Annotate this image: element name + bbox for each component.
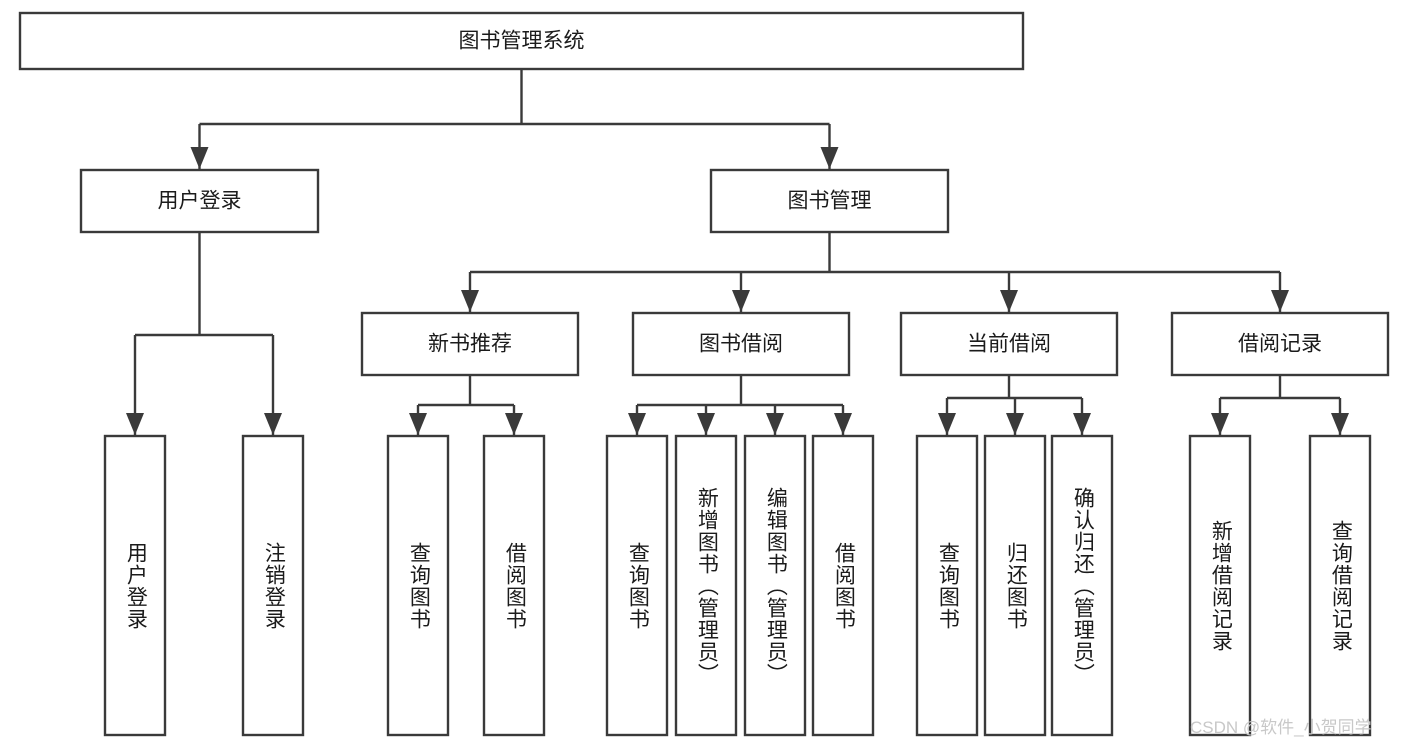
- node-level2-0[interactable]: [79, 168, 320, 234]
- arrow-head-icon: [732, 290, 750, 312]
- node-label: 图书管理系统: [459, 30, 585, 53]
- node-leaf-8[interactable]: [915, 434, 979, 737]
- arrow-head-icon: [126, 413, 144, 435]
- node-leaf-6[interactable]: [743, 434, 807, 737]
- node-level3-0[interactable]: [360, 311, 580, 377]
- node-label: 当前借阅: [967, 333, 1051, 356]
- arrow-head-icon: [820, 147, 839, 169]
- arrow-head-icon: [834, 413, 852, 435]
- node-leaf-0[interactable]: [103, 434, 167, 737]
- arrow-head-icon: [1331, 413, 1349, 435]
- node-label: 图书借阅: [699, 333, 783, 356]
- arrow-head-icon: [697, 413, 715, 435]
- node-label: 借阅记录: [1238, 333, 1322, 356]
- arrow-head-icon: [505, 413, 523, 435]
- node-level3-3[interactable]: [1170, 311, 1390, 377]
- node-layer: [18, 11, 1390, 737]
- arrow-head-icon: [1211, 413, 1229, 435]
- arrow-head-icon: [1006, 413, 1024, 435]
- node-label: 图书管理: [788, 190, 872, 213]
- node-leaf-9[interactable]: [983, 434, 1047, 737]
- arrow-head-icon: [461, 290, 479, 312]
- node-leaf-1[interactable]: [241, 434, 305, 737]
- watermark-text: CSDN @软件_小贺同学: [1190, 718, 1372, 737]
- node-leaf-2[interactable]: [386, 434, 450, 737]
- arrow-head-icon: [938, 413, 956, 435]
- arrow-head-icon: [1271, 290, 1289, 312]
- node-level3-1[interactable]: [631, 311, 851, 377]
- arrow-head-icon: [628, 413, 646, 435]
- node-label: 用户登录: [158, 190, 242, 213]
- node-root[interactable]: [18, 11, 1025, 71]
- arrow-head-icon: [1000, 290, 1018, 312]
- arrow-head-icon: [766, 413, 784, 435]
- node-level3-2[interactable]: [899, 311, 1119, 377]
- node-leaf-12[interactable]: [1308, 434, 1372, 737]
- arrow-head-icon: [1073, 413, 1091, 435]
- node-leaf-5[interactable]: [674, 434, 738, 737]
- node-leaf-4[interactable]: [605, 434, 669, 737]
- arrow-head-icon: [190, 147, 209, 169]
- node-level2-1[interactable]: [709, 168, 950, 234]
- node-leaf-11[interactable]: [1188, 434, 1252, 737]
- arrow-head-icon: [264, 413, 282, 435]
- node-label: 新书推荐: [428, 333, 512, 356]
- node-leaf-3[interactable]: [482, 434, 546, 737]
- arrow-head-icon: [409, 413, 427, 435]
- node-leaf-10[interactable]: [1050, 434, 1114, 737]
- connector-layer: [126, 69, 1349, 435]
- node-leaf-7[interactable]: [811, 434, 875, 737]
